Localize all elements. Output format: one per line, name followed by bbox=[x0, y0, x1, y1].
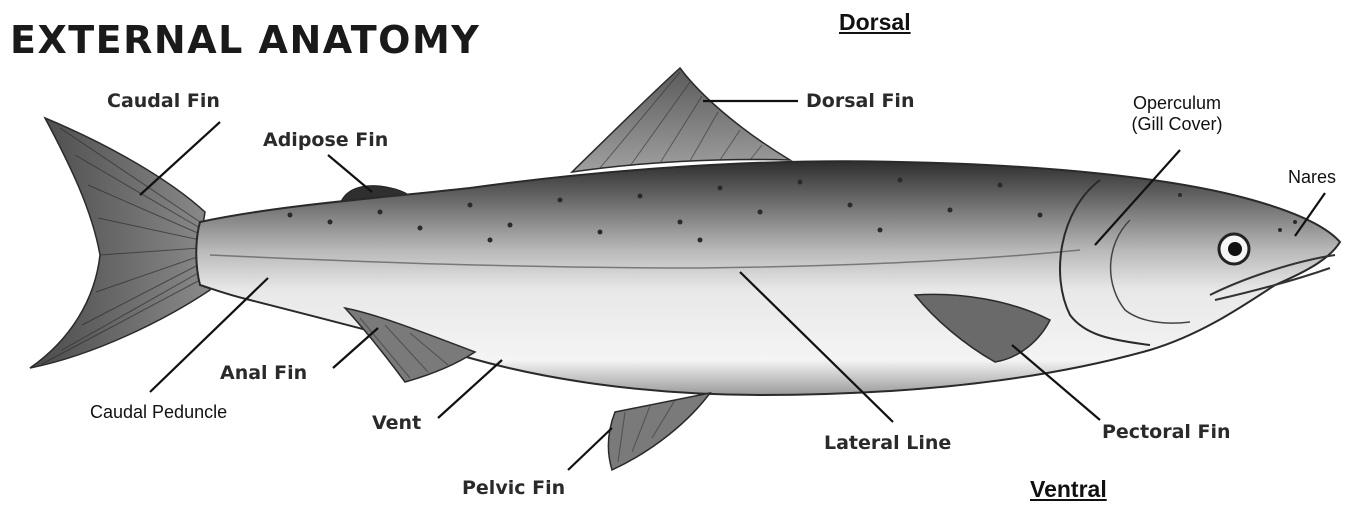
leader-caudal-fin bbox=[140, 122, 220, 195]
dorsal-fin-shape bbox=[572, 68, 790, 172]
dorsal-orientation-label: Dorsal bbox=[839, 9, 911, 36]
leader-adipose-fin bbox=[328, 155, 372, 192]
caudal-fin-label: Caudal Fin bbox=[107, 90, 220, 112]
operculum-label-line1: Operculum bbox=[1102, 93, 1252, 114]
caudal-peduncle-label: Caudal Peduncle bbox=[90, 402, 227, 423]
leader-vent bbox=[438, 360, 502, 418]
pelvic-fin-label: Pelvic Fin bbox=[462, 477, 565, 499]
operculum-label: Operculum (Gill Cover) bbox=[1102, 93, 1252, 135]
ventral-orientation-label: Ventral bbox=[1030, 476, 1107, 503]
pupil-shape bbox=[1228, 242, 1242, 256]
leader-pelvic-fin bbox=[568, 428, 612, 470]
lateral-line-label: Lateral Line bbox=[824, 432, 951, 454]
operculum-label-line2: (Gill Cover) bbox=[1102, 114, 1252, 135]
leader-anal-fin bbox=[333, 328, 378, 368]
pelvic-fin-shape bbox=[608, 393, 710, 470]
vent-label: Vent bbox=[372, 412, 421, 434]
nares-label: Nares bbox=[1288, 167, 1336, 188]
pectoral-fin-label: Pectoral Fin bbox=[1102, 421, 1231, 443]
adipose-fin-label: Adipose Fin bbox=[263, 129, 388, 151]
anal-fin-label: Anal Fin bbox=[220, 362, 307, 384]
dorsal-fin-label: Dorsal Fin bbox=[806, 90, 914, 112]
